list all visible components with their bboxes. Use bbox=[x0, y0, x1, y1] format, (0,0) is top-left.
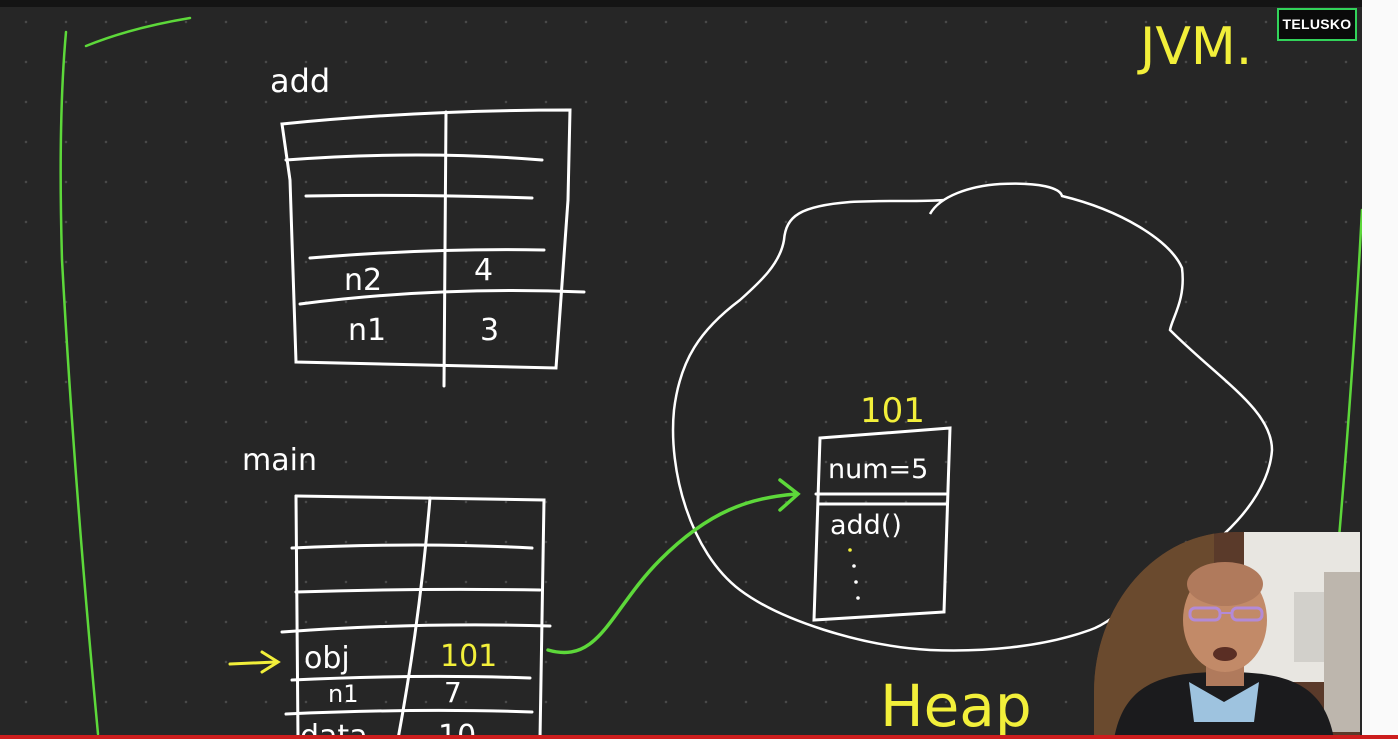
jvm-title: JVM. bbox=[1137, 17, 1252, 77]
heap-object-ellipsis bbox=[848, 548, 860, 600]
heap-object-box bbox=[812, 426, 952, 622]
main-row-var-data: data bbox=[300, 719, 368, 739]
video-progress-bar[interactable] bbox=[0, 735, 1398, 739]
presenter-webcam bbox=[1094, 532, 1360, 739]
add-row-value-n1: 3 bbox=[480, 313, 499, 348]
current-frame-arrow bbox=[228, 650, 281, 674]
heap-label: Heap bbox=[880, 672, 1032, 739]
heap-object-address: 101 bbox=[860, 391, 925, 431]
stack-frame-add bbox=[280, 108, 586, 388]
presenter-image bbox=[1094, 532, 1360, 739]
main-row-value-obj: 101 bbox=[440, 639, 497, 674]
add-row-value-n2: 4 bbox=[474, 253, 493, 288]
add-row-var-n2: n2 bbox=[344, 263, 382, 298]
channel-logo: TELUSKO bbox=[1277, 8, 1357, 41]
main-row-var-n1: n1 bbox=[328, 680, 358, 708]
stack-frame-label-add: add bbox=[270, 62, 330, 100]
heap-cloud bbox=[671, 182, 1274, 652]
whiteboard-canvas: JVM. add n2 4 n1 3 main obj 101 n1 bbox=[59, 16, 1362, 739]
main-row-value-data: 10 bbox=[438, 719, 476, 739]
heap-object-method: add() bbox=[830, 510, 902, 541]
top-bar bbox=[0, 0, 1398, 7]
main-row-var-obj: obj bbox=[304, 641, 350, 676]
heap-object-field: num=5 bbox=[828, 454, 928, 485]
right-edge-strip bbox=[1362, 0, 1398, 739]
reference-arrow bbox=[546, 478, 801, 655]
main-row-value-n1: 7 bbox=[444, 676, 462, 709]
add-row-var-n1: n1 bbox=[348, 313, 386, 348]
stack-frame-main bbox=[280, 494, 552, 739]
stack-frame-label-main: main bbox=[242, 443, 317, 478]
